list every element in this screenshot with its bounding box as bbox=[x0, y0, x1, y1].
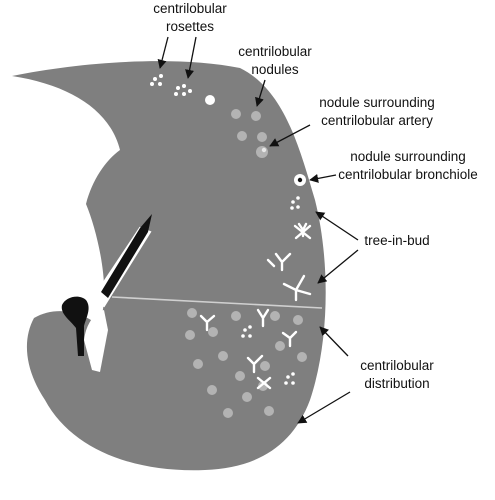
lobule-divider-line bbox=[111, 296, 323, 309]
label-artery-line1: nodule surrounding bbox=[319, 95, 435, 110]
label-bronchiole-line1: nodule surrounding bbox=[350, 149, 466, 164]
arrow-rosettes-2 bbox=[185, 36, 197, 79]
label-nodules-line2: nodules bbox=[251, 62, 299, 77]
label-distribution-line1: centrilobular bbox=[360, 358, 434, 373]
label-distribution-line2: distribution bbox=[364, 376, 429, 391]
arrows bbox=[157, 36, 359, 424]
arrow-tree-in-bud-2 bbox=[317, 249, 359, 284]
arrow-nodules bbox=[255, 79, 266, 107]
label-rosettes-line1: centrilobular bbox=[153, 1, 227, 16]
lung-shape bbox=[12, 61, 326, 471]
hilum-white-bronchus bbox=[84, 310, 108, 372]
white-nodule bbox=[205, 95, 215, 105]
arrow-artery bbox=[269, 124, 311, 147]
labels: centrilobular rosettes centrilobular nod… bbox=[153, 1, 478, 391]
bronchus-black bbox=[101, 214, 152, 298]
arrow-tree-in-bud-1 bbox=[315, 211, 359, 241]
label-nodules-line1: centrilobular bbox=[238, 44, 312, 59]
label-tree-in-bud: tree-in-bud bbox=[364, 233, 429, 248]
tree-in-bud-marks bbox=[199, 222, 312, 390]
artery-nodule bbox=[256, 146, 268, 158]
label-bronchiole-line2: centrilobular bronchiole bbox=[338, 167, 478, 182]
label-rosettes-line2: rosettes bbox=[166, 19, 214, 34]
rosette-marks bbox=[150, 74, 300, 385]
arrow-distribution-2 bbox=[297, 391, 351, 424]
artery-dot bbox=[261, 147, 267, 153]
arrow-bronchiole bbox=[309, 173, 337, 183]
nodule-marks bbox=[185, 109, 307, 418]
bronchiole-dot bbox=[297, 177, 303, 183]
arrow-distribution-1 bbox=[319, 326, 349, 357]
airway-black bbox=[61, 296, 89, 356]
label-artery-line2: centrilobular artery bbox=[321, 113, 433, 128]
arrow-rosettes-1 bbox=[157, 36, 169, 69]
